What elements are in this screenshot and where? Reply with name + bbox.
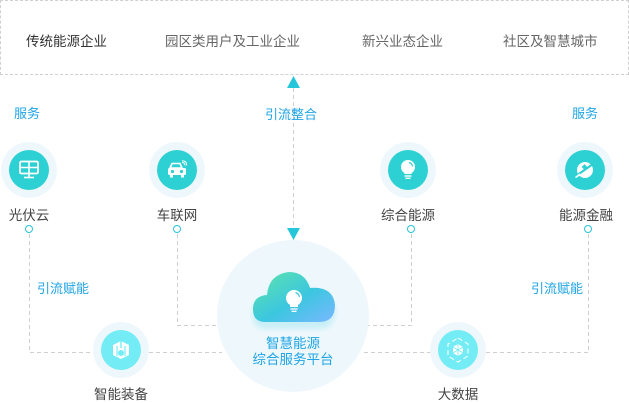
solar-panel-icon [9, 150, 49, 190]
category-community-smart-city: 社区及智慧城市 [503, 34, 598, 50]
connected-car-icon [157, 150, 197, 190]
smart-equipment-icon [101, 330, 141, 370]
category-emerging-business: 新兴业态企业 [362, 34, 443, 50]
connector-energy-to-platform [367, 234, 412, 326]
node-solar-cloud[interactable] [1, 142, 57, 198]
arrow-up-icon [287, 76, 300, 88]
finance-planet-icon [565, 150, 605, 190]
light-bulb-icon [388, 150, 428, 190]
platform-title-line1: 智慧能源 [266, 336, 320, 352]
service-label-right: 服务 [572, 107, 599, 122]
service-label-left: 服务 [14, 107, 41, 122]
node-big-data[interactable] [430, 322, 486, 378]
node-energy-finance[interactable] [557, 142, 613, 198]
connector-dot [584, 225, 592, 233]
node-smart-equipment-label: 智能装备 [94, 387, 148, 403]
node-connected-car[interactable] [149, 142, 205, 198]
empower-label-right: 引流赋能 [531, 282, 584, 297]
node-integrated-energy[interactable] [380, 142, 436, 198]
category-park-industrial: 园区类用户及工业企业 [165, 34, 300, 50]
connector-dot [173, 225, 181, 233]
center-flow-label: 引流整合 [265, 108, 318, 123]
arrow-down-icon [287, 228, 300, 240]
connector-dot [407, 225, 415, 233]
node-connected-car-label: 车联网 [156, 208, 198, 224]
category-traditional-energy: 传统能源企业 [26, 34, 107, 50]
connector-car-to-platform [177, 234, 220, 326]
node-solar-cloud-label: 光伏云 [8, 208, 50, 224]
connector-dot [25, 225, 33, 233]
node-integrated-energy-label: 综合能源 [381, 208, 435, 224]
node-smart-equipment[interactable] [93, 322, 149, 378]
connector-solar-to-equipment [29, 234, 94, 353]
big-data-cube-icon [438, 330, 478, 370]
cloud-bulb-icon [253, 272, 335, 329]
node-big-data-label: 大数据 [437, 387, 479, 403]
empower-label-left: 引流赋能 [37, 282, 90, 297]
platform-title-line2: 综合服务平台 [252, 352, 334, 368]
node-energy-finance-label: 能源金融 [559, 208, 613, 224]
